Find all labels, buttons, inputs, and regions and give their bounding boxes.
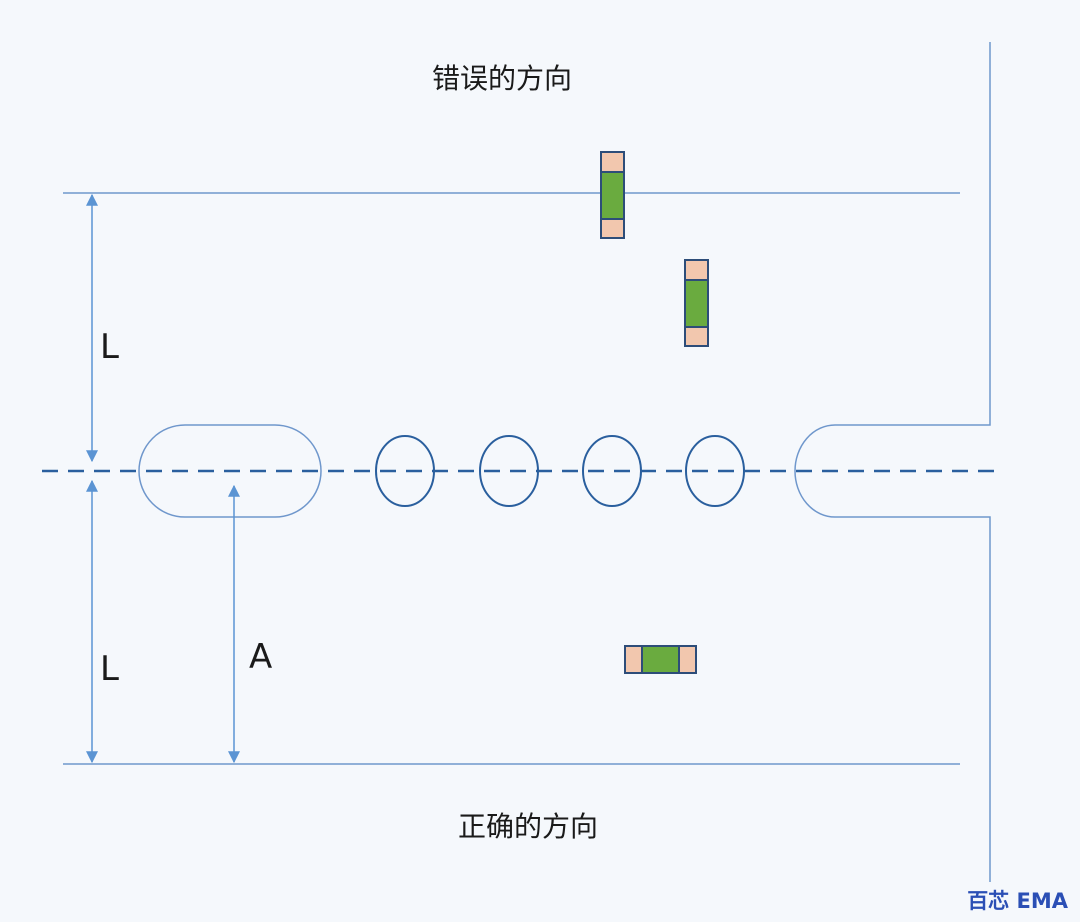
label-dimension-L-bottom: L: [100, 649, 119, 689]
component-wrong-orientation-1: [600, 151, 625, 239]
label-wrong-direction: 错误的方向: [432, 62, 572, 95]
component-wrong-orientation-2: [684, 259, 709, 347]
watermark-logo: 百芯 EMA: [967, 889, 1069, 913]
panel-edge-top: [794, 42, 991, 882]
label-dimension-L-top: L: [100, 327, 119, 367]
component-correct-orientation: [624, 645, 697, 674]
label-right-direction: 正确的方向: [458, 810, 598, 843]
label-dimension-A: A: [249, 637, 272, 677]
